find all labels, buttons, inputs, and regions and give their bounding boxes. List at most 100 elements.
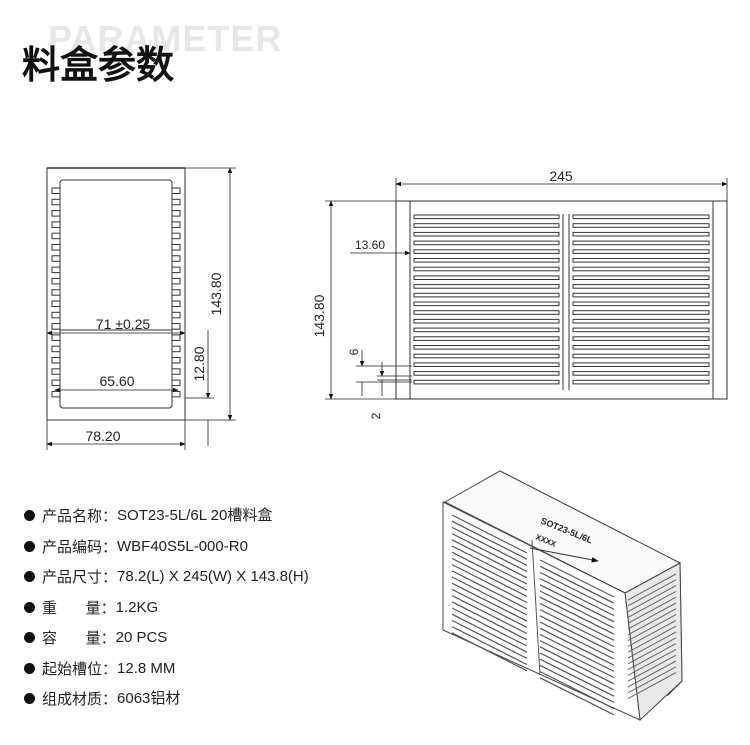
box-slot-left	[451, 564, 528, 604]
bullet-icon	[24, 540, 35, 552]
box-slot-right	[539, 571, 615, 610]
slot-left	[413, 301, 560, 307]
slot-right	[572, 266, 710, 272]
box-side-slot	[627, 643, 677, 671]
dim-rail: 13.60	[355, 238, 385, 252]
bullet-icon	[24, 601, 35, 613]
box-slot-right	[539, 677, 615, 716]
rib-left	[51, 357, 61, 364]
rib-right	[171, 277, 181, 285]
rib-right	[171, 345, 181, 353]
box-slot-left	[451, 557, 528, 597]
rib-left	[51, 221, 61, 228]
box-slot-right	[539, 565, 615, 604]
param-value: 6063铝材	[117, 690, 181, 707]
box-slot-right	[539, 584, 615, 623]
box-side-slot	[627, 631, 677, 659]
rib-left	[51, 300, 61, 307]
param-value: SOT23-5L/6L 20槽料盒	[117, 507, 273, 524]
bullet-icon	[24, 693, 35, 704]
box-side-slot	[627, 672, 677, 700]
box-slot-left	[451, 520, 528, 560]
dim-pitch: 6	[347, 348, 361, 355]
rib-right	[171, 255, 181, 262]
slot-right	[572, 310, 710, 315]
rib-left	[51, 368, 61, 375]
rib-right	[171, 187, 181, 194]
box-side-slot	[627, 660, 677, 688]
param-label: 重 量：	[42, 598, 116, 617]
box-front-slots	[451, 514, 615, 716]
dim-inner-slot: 65.60	[99, 373, 134, 389]
slot-right	[572, 223, 710, 228]
slot-left	[413, 345, 560, 350]
bullet-icon	[24, 632, 35, 643]
slot-left	[413, 275, 560, 280]
box-slot-right	[539, 627, 615, 666]
box-slot-right	[539, 658, 615, 697]
box-slot-left	[451, 607, 528, 647]
box-slot-left	[451, 526, 528, 566]
bullet-icon	[24, 510, 35, 521]
slot-right	[572, 258, 710, 263]
box-slot-left	[451, 595, 528, 635]
box-slot-right	[539, 578, 615, 617]
slot-left	[413, 336, 560, 341]
box-slot-right	[539, 640, 615, 679]
box-slot-left	[451, 576, 528, 616]
box-side-slot	[627, 625, 677, 653]
box-side-slot	[627, 573, 677, 601]
side-outline	[46, 167, 186, 421]
rib-left	[51, 255, 61, 262]
param-label: 容 量：	[42, 629, 116, 647]
dim-front-width: 245	[549, 168, 573, 184]
rib-left	[51, 323, 61, 330]
box-slot-right	[539, 664, 615, 703]
rib-left	[51, 379, 61, 387]
rib-left	[51, 198, 61, 206]
page-title: 料盒参数	[22, 43, 175, 87]
box-side-slot	[627, 648, 677, 676]
slot-right	[572, 240, 710, 246]
slot-left	[413, 379, 560, 385]
box-side-slot	[627, 637, 677, 665]
rib-left	[51, 210, 61, 217]
param-row: 产品名称：SOT23-5L/6L 20槽料盒	[22, 505, 309, 536]
front-slots	[413, 214, 710, 385]
parameter-list: 产品名称：SOT23-5L/6L 20槽料盒产品编码：WBF40S5L-000-…	[22, 505, 309, 719]
param-label: 组成材质：	[42, 690, 118, 708]
param-value: 20 PCS	[115, 629, 168, 646]
slot-left	[413, 371, 560, 376]
param-value: WBF40S5L-000-R0	[117, 537, 248, 555]
box-side-slot	[627, 654, 677, 682]
box-slot-right	[539, 615, 615, 654]
side-ribs-left	[51, 187, 61, 398]
rib-right	[171, 300, 181, 307]
box-side-slot	[627, 596, 677, 624]
box-slot-right	[539, 633, 615, 672]
slot-left	[413, 310, 560, 315]
box-slot-right	[539, 646, 615, 685]
box-slot-left	[451, 626, 528, 666]
front-outline	[395, 200, 728, 400]
slot-right	[572, 371, 710, 376]
slot-right	[572, 231, 710, 237]
slot-left	[413, 258, 560, 263]
slot-right	[572, 284, 710, 289]
slot-left	[413, 249, 560, 254]
param-value: 1.2KG	[115, 598, 159, 616]
rib-right	[171, 198, 181, 206]
slot-left	[413, 266, 560, 272]
box-slot-left	[451, 601, 528, 641]
box-side-slot	[627, 608, 677, 636]
box-slot-left	[451, 613, 528, 653]
param-row: 起始槽位：12.8 MM	[22, 658, 309, 689]
dim-side-height: 143.80	[208, 272, 224, 315]
slot-right	[572, 292, 710, 298]
box-3d-view	[442, 470, 683, 722]
dim-slot-start: 12.80	[191, 346, 207, 381]
slot-right	[572, 249, 710, 254]
slot-right	[572, 353, 710, 359]
box-slot-left	[451, 570, 528, 610]
rib-left	[51, 232, 61, 240]
